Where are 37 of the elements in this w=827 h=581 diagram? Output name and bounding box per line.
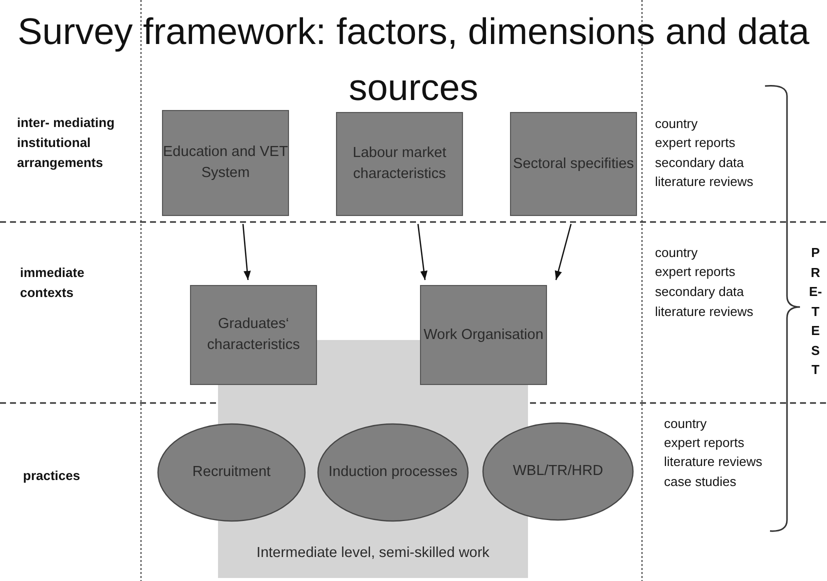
data-source-text: country bbox=[655, 244, 698, 262]
node-label: Recruitment bbox=[192, 463, 271, 482]
node-label: Work Organisation bbox=[424, 326, 544, 344]
vertical-label: PRE-TEST bbox=[809, 244, 822, 379]
node-label: Induction processes bbox=[328, 463, 458, 482]
node-label: Graduates‘ characteristics bbox=[206, 315, 301, 355]
data-source-text: secondary data bbox=[655, 283, 744, 301]
row-label: inter- mediating institutional arrangements bbox=[17, 114, 116, 172]
node-label: Intermediate level, semi-skilled work bbox=[256, 544, 490, 563]
node-label: Sectoral specifities bbox=[513, 154, 634, 174]
process-box bbox=[336, 112, 463, 216]
row-label: practices bbox=[23, 467, 82, 485]
data-source-text: literature reviews bbox=[655, 303, 754, 321]
data-source-text: literature reviews bbox=[655, 173, 754, 191]
data-source-text: country bbox=[655, 115, 698, 133]
process-box bbox=[190, 285, 317, 385]
row-label: immediate contexts bbox=[20, 264, 86, 302]
arrow bbox=[242, 224, 251, 280]
practice-ellipse bbox=[482, 422, 634, 521]
data-source-text: expert reports bbox=[655, 134, 736, 152]
practice-ellipse bbox=[317, 423, 469, 522]
title: Survey framework: factors, dimensions and data sources bbox=[16, 10, 810, 110]
data-source-text: expert reports bbox=[664, 434, 744, 452]
data-source-text: case studies bbox=[664, 473, 736, 491]
node-label: WBL/TR/HRD bbox=[512, 462, 604, 481]
data-source-text: expert reports bbox=[655, 263, 736, 281]
data-source-text: secondary data bbox=[655, 154, 744, 172]
practice-ellipse bbox=[157, 423, 306, 522]
node-label: Labour market characteristics bbox=[352, 144, 448, 184]
arrow bbox=[554, 224, 572, 280]
data-source-text: country bbox=[664, 415, 707, 433]
data-source-text: literature reviews bbox=[664, 453, 762, 471]
process-box bbox=[510, 112, 637, 216]
arrow bbox=[417, 224, 428, 280]
process-box bbox=[162, 110, 289, 216]
process-box bbox=[420, 285, 547, 385]
node-label: Education and VET System bbox=[163, 143, 288, 183]
